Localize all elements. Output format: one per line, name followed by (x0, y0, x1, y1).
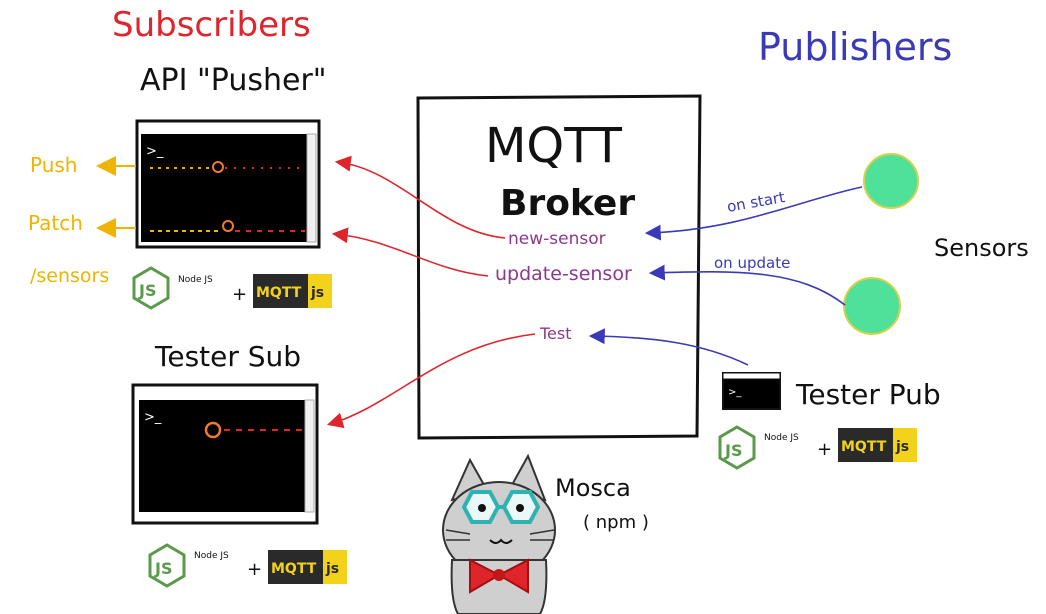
node-js-label: Node JS (764, 433, 799, 443)
subscribers-title: Subscribers (112, 5, 311, 45)
stack-badge-api-pusher: JS Node JS + MQTT js (132, 266, 332, 310)
mosca-package: ( npm ) (583, 512, 649, 533)
mosca-cat-icon (442, 453, 556, 614)
broker-title-line2: Broker (500, 183, 635, 224)
plus-sign: + (817, 439, 832, 460)
stack-badge-tester-pub: JS Node JS + MQTT js (718, 425, 917, 470)
node-js-label: Node JS (194, 551, 229, 561)
api-pusher-label: API "Pusher" (140, 63, 327, 98)
sensor-node-2 (843, 277, 901, 335)
tester-sub-label: Tester Sub (154, 340, 301, 373)
sensors-label: Sensors (934, 234, 1029, 262)
node-js-label: Node JS (178, 275, 213, 285)
js-badge-text: js (310, 285, 324, 301)
on-start-publish-arrow (644, 186, 863, 241)
plus-sign: + (247, 559, 262, 580)
mqtt-broker: MQTT Broker (416, 94, 702, 440)
tester-pub-label: Tester Pub (795, 378, 941, 411)
nodejs-hexagon-icon (718, 425, 756, 470)
nodejs-hexagon-icon (132, 266, 170, 310)
topic-test: Test (539, 324, 572, 343)
nodejs-logo-text: JS (154, 559, 172, 578)
mqtt-badge-text: MQTT (271, 561, 317, 577)
test-subscription-arrow (326, 333, 536, 429)
terminal-prompt: >_ (146, 144, 164, 159)
tester-pub-publish-arrow (588, 328, 749, 366)
tester-sub-terminal: >_ (131, 383, 319, 525)
nodejs-logo-text: JS (138, 281, 156, 300)
sensors-path-label: /sensors (30, 265, 109, 287)
topic-new-sensor: new-sensor (508, 229, 606, 249)
terminal-prompt: >_ (728, 387, 742, 398)
sensor-node-1 (863, 153, 919, 209)
nodejs-logo-text: JS (724, 441, 742, 460)
nodejs-hexagon-icon (148, 543, 186, 588)
on-update-label: on update (714, 254, 790, 272)
mqtt-badge-text: MQTT (256, 285, 302, 301)
publishers-title: Publishers (758, 25, 952, 69)
api-pusher-terminal: >_ (135, 119, 321, 249)
patch-label: Patch (28, 211, 83, 235)
broker-title-line1: MQTT (485, 118, 623, 174)
on-update-publish-arrow (648, 264, 846, 306)
on-start-label: on start (726, 188, 787, 216)
update-sensor-subscription-arrow (331, 227, 489, 277)
terminal-prompt: >_ (144, 410, 162, 425)
stack-badge-tester-sub: JS Node JS + MQTT js (148, 543, 347, 588)
tester-pub-terminal: >_ (722, 372, 781, 410)
js-badge-text: js (325, 561, 339, 577)
js-badge-text: js (895, 439, 909, 455)
new-sensor-subscription-arrow (334, 155, 506, 239)
push-label: Push (30, 153, 77, 177)
mosca-name: Mosca (555, 474, 631, 502)
plus-sign: + (232, 284, 247, 305)
topic-update-sensor: update-sensor (495, 263, 632, 285)
mqtt-badge-text: MQTT (841, 439, 887, 455)
